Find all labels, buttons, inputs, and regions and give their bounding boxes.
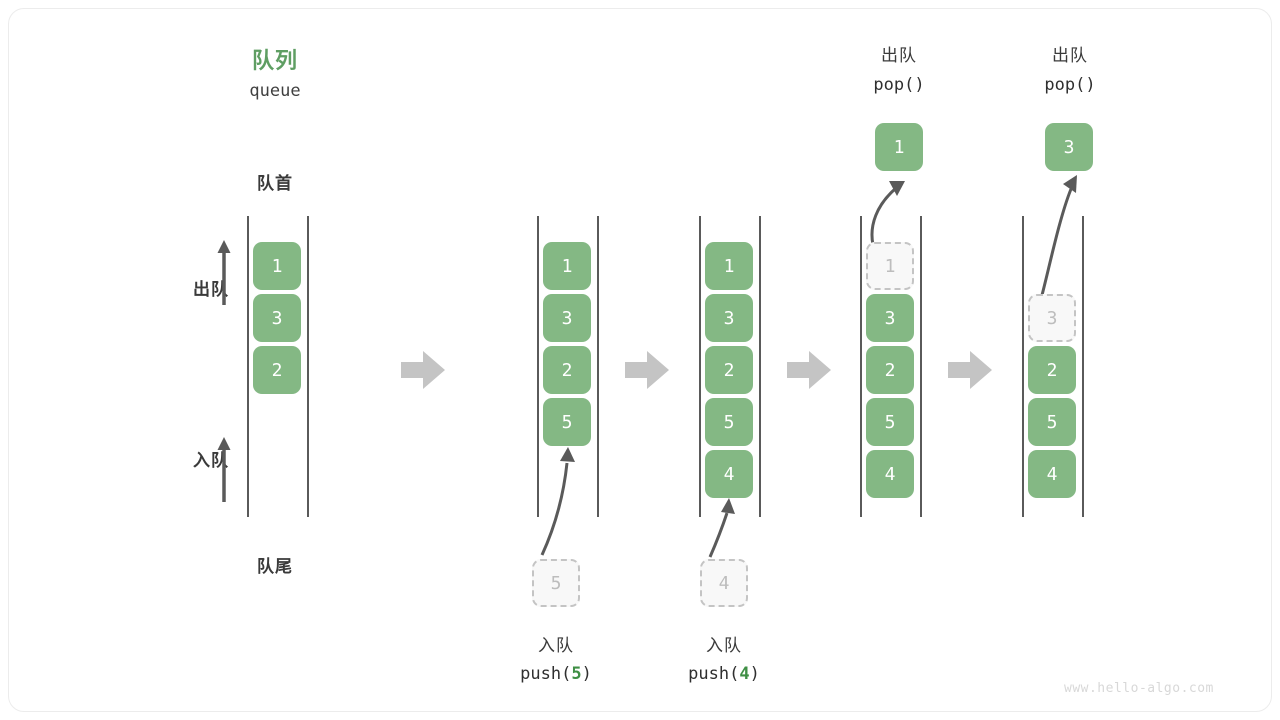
rear-label: 队尾 bbox=[257, 557, 293, 576]
pop-arrow-icon bbox=[870, 181, 905, 246]
push-caption-code-arg: 4 bbox=[739, 664, 750, 684]
queue-cell-ghost: 3 bbox=[1028, 294, 1076, 342]
queue-cell: 2 bbox=[705, 346, 753, 394]
queue-rail-right bbox=[307, 216, 309, 517]
queue-cell: 3 bbox=[705, 294, 753, 342]
push-caption-code: push(5) bbox=[480, 664, 632, 684]
step-transition-arrow-icon bbox=[401, 351, 445, 389]
push-caption-cn: 入队 bbox=[538, 636, 574, 655]
queue-cell: 2 bbox=[543, 346, 591, 394]
step-transition-arrow-icon bbox=[948, 351, 992, 389]
queue-rail-right bbox=[597, 216, 599, 517]
incoming-ghost-cell: 4 bbox=[700, 559, 748, 607]
diagram-card: 队列 queue 队首 队尾 出队 入队 1 3 2 1 3 2 5 bbox=[8, 8, 1272, 712]
push-arrow-icon bbox=[540, 447, 575, 556]
queue-cell: 2 bbox=[1028, 346, 1076, 394]
queue-rail-left bbox=[537, 216, 539, 517]
queue-rail-left bbox=[699, 216, 701, 517]
queue-cell: 1 bbox=[543, 242, 591, 290]
diagram-title-cn: 队列 bbox=[251, 48, 298, 73]
pop-caption-code: pop() bbox=[873, 75, 925, 95]
popped-cell: 3 bbox=[1045, 123, 1093, 171]
queue-rail-right bbox=[1082, 216, 1084, 517]
queue-rail-left bbox=[1022, 216, 1024, 517]
dequeue-up-arrow-icon bbox=[217, 240, 231, 305]
front-label: 队首 bbox=[257, 174, 293, 193]
queue-cell-new: 4 bbox=[705, 450, 753, 498]
queue-cell: 4 bbox=[866, 450, 914, 498]
queue-cell: 5 bbox=[705, 398, 753, 446]
queue-cell: 1 bbox=[253, 242, 301, 290]
queue-cell: 4 bbox=[1028, 450, 1076, 498]
push-caption-code-prefix: push( bbox=[688, 664, 740, 684]
popped-cell: 1 bbox=[875, 123, 923, 171]
queue-cell: 1 bbox=[705, 242, 753, 290]
queue-cell: 3 bbox=[543, 294, 591, 342]
diagram-title-en: queue bbox=[249, 81, 301, 101]
pop-caption-cn: 出队 bbox=[1052, 46, 1088, 65]
push-arrow-icon bbox=[708, 498, 735, 558]
queue-rail-left bbox=[860, 216, 862, 517]
step-transition-arrow-icon bbox=[787, 351, 831, 389]
queue-cell: 3 bbox=[253, 294, 301, 342]
queue-cell-ghost: 1 bbox=[866, 242, 914, 290]
pop-caption-cn: 出队 bbox=[881, 46, 917, 65]
queue-cell: 2 bbox=[866, 346, 914, 394]
step-transition-arrow-icon bbox=[625, 351, 669, 389]
enqueue-side-label: 入队 bbox=[193, 451, 229, 470]
push-caption-cn: 入队 bbox=[706, 636, 742, 655]
watermark-footer: www.hello-algo.com bbox=[1064, 681, 1214, 696]
queue-rail-left bbox=[247, 216, 249, 517]
pop-arrow-icon bbox=[1039, 175, 1077, 300]
queue-cell: 5 bbox=[1028, 398, 1076, 446]
push-caption-code-prefix: push( bbox=[520, 664, 572, 684]
queue-rail-right bbox=[759, 216, 761, 517]
push-caption-code-arg: 5 bbox=[571, 664, 582, 684]
push-caption-code-suffix: ) bbox=[749, 664, 760, 684]
queue-cell-new: 5 bbox=[543, 398, 591, 446]
queue-rail-right bbox=[920, 216, 922, 517]
enqueue-up-arrow-icon bbox=[217, 437, 231, 502]
incoming-ghost-cell: 5 bbox=[532, 559, 580, 607]
queue-cell: 3 bbox=[866, 294, 914, 342]
push-caption-code: push(4) bbox=[648, 664, 800, 684]
queue-cell: 5 bbox=[866, 398, 914, 446]
queue-cell: 2 bbox=[253, 346, 301, 394]
pop-caption-code: pop() bbox=[1044, 75, 1096, 95]
dequeue-side-label: 出队 bbox=[193, 280, 229, 299]
push-caption-code-suffix: ) bbox=[581, 664, 592, 684]
